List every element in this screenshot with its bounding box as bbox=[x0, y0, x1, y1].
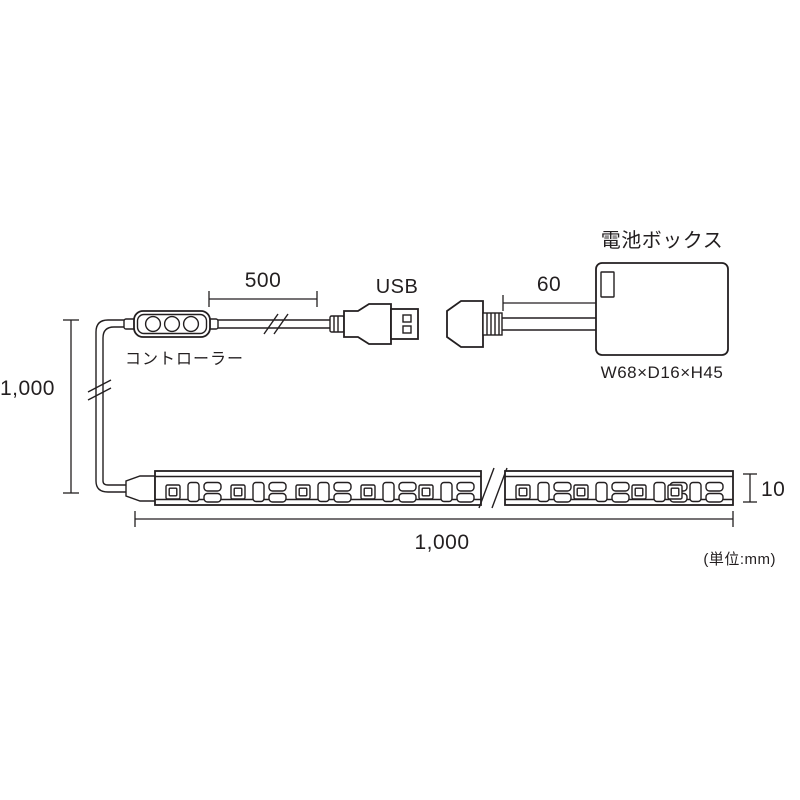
dimension-10-value: 10 bbox=[761, 478, 785, 501]
power-cable-run bbox=[87, 319, 126, 493]
usb-female-receptacle bbox=[446, 300, 597, 348]
controller-button-3[interactable] bbox=[182, 315, 200, 333]
unit-note: (単位:mm) bbox=[703, 551, 776, 568]
usb-female-body bbox=[446, 300, 484, 348]
battery-box bbox=[595, 262, 729, 356]
dimension-500-value: 500 bbox=[245, 269, 282, 292]
dimension-strip-length-value: 1,000 bbox=[414, 531, 469, 554]
strip-break-slash-1 bbox=[478, 467, 495, 509]
usb-plug-tip bbox=[390, 308, 419, 340]
dimension-60: 60 bbox=[502, 273, 596, 311]
usb-male-plug bbox=[329, 303, 419, 345]
dimension-strip-length-1000: 1,000 bbox=[134, 511, 734, 554]
controller-module[interactable] bbox=[123, 310, 219, 338]
battery-box-shell bbox=[595, 262, 729, 356]
led-strip-end-cap bbox=[125, 475, 156, 502]
usb-female-neck bbox=[482, 312, 503, 336]
dimension-vertical-1000-value: 1,000 bbox=[0, 377, 55, 400]
battery-box-spec: W68×D16×H45 bbox=[601, 363, 724, 382]
controller-button-2[interactable] bbox=[163, 315, 181, 333]
usb-cable-segment bbox=[218, 313, 330, 335]
controller-shell-inner bbox=[136, 313, 208, 335]
usb-strain-relief bbox=[329, 315, 345, 333]
usb-tip-hole-bottom bbox=[402, 325, 412, 334]
battery-box-switch[interactable] bbox=[600, 271, 615, 298]
led-strip bbox=[125, 467, 734, 509]
usb-label: USB bbox=[376, 276, 419, 298]
usb-plug-body bbox=[343, 303, 392, 345]
dimension-10: 10 bbox=[743, 473, 785, 503]
dimension-500: 500 bbox=[208, 269, 318, 307]
dimension-60-value: 60 bbox=[537, 273, 561, 296]
controller-label: コントローラー bbox=[125, 351, 244, 368]
dimension-vertical-1000: 1,000 bbox=[0, 319, 79, 494]
usb-tip-hole-top bbox=[402, 314, 412, 323]
controller-button-1[interactable] bbox=[144, 315, 162, 333]
battery-box-label: 電池ボックス bbox=[601, 229, 723, 252]
